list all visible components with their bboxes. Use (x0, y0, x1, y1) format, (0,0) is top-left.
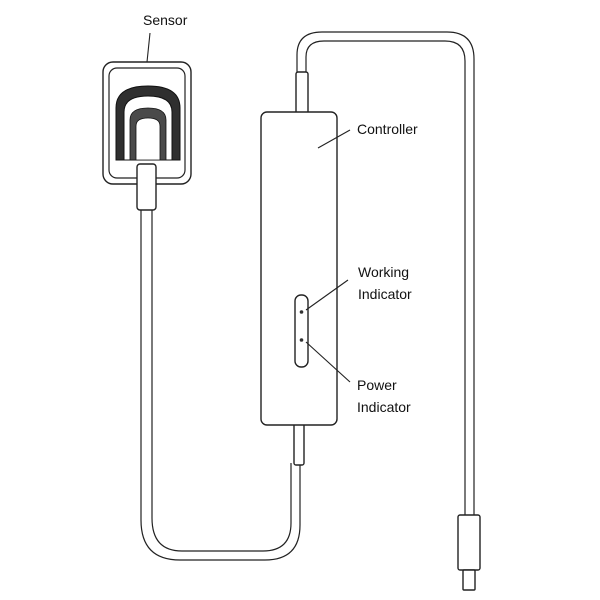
power-indicator-label-line2: Indicator (357, 399, 411, 415)
usb-plug (457, 514, 481, 591)
sensor-label: Sensor (143, 12, 188, 28)
working-indicator-label-line2: Indicator (358, 286, 412, 302)
controller-leader (317, 129, 351, 149)
working-indicator-leader (305, 279, 349, 311)
working-indicator-led (299, 310, 304, 314)
power-indicator-led (299, 338, 304, 342)
sensor-device (102, 61, 192, 211)
working-indicator-label-line1: Working (358, 264, 409, 280)
indicator-panel (294, 294, 309, 368)
power-indicator-label-line1: Power (357, 377, 397, 393)
sensor-leader (146, 32, 151, 63)
controller-device (260, 111, 338, 426)
controller-label: Controller (357, 121, 418, 137)
power-indicator-leader (305, 341, 351, 383)
